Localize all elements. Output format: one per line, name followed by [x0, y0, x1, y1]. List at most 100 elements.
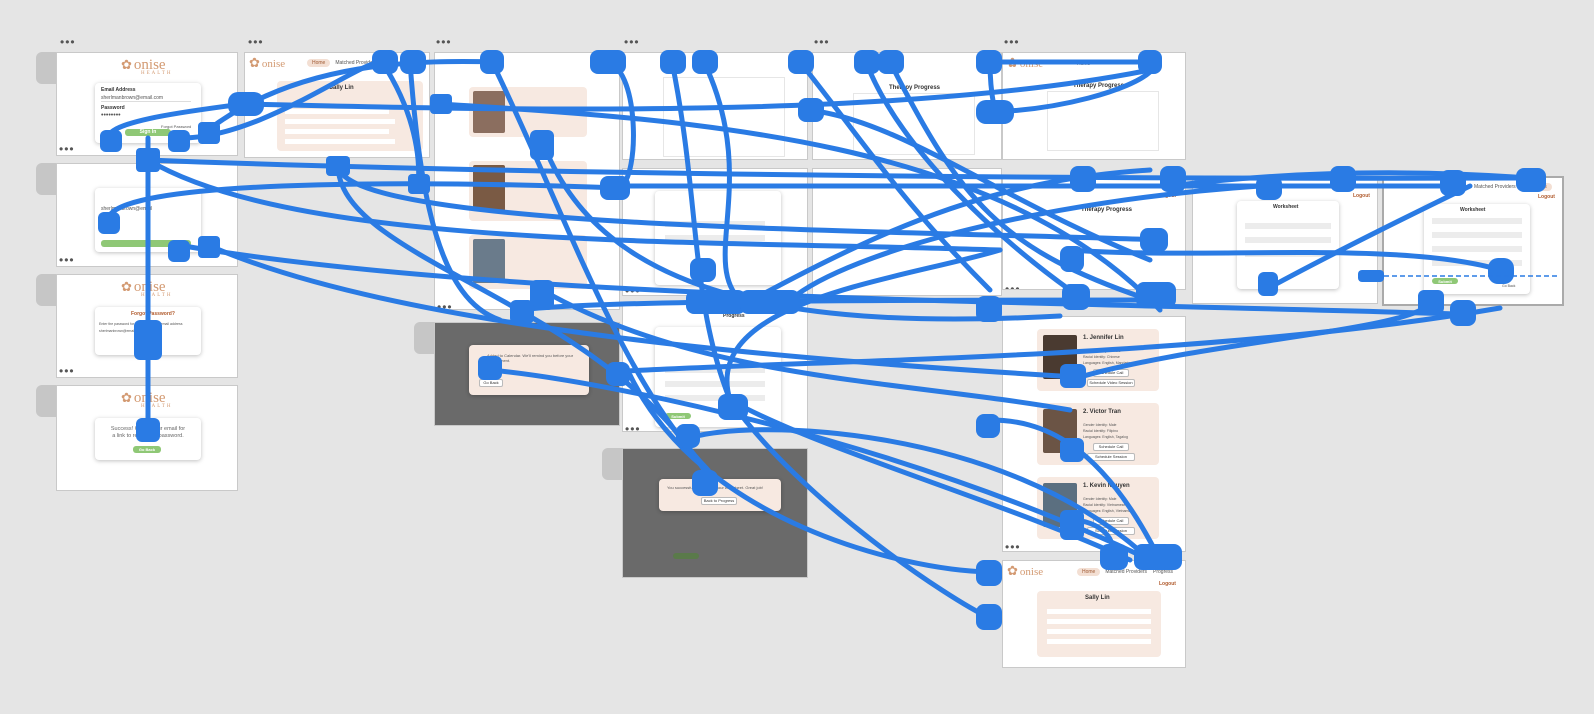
- sign-in-button[interactable]: Sign In: [125, 129, 171, 136]
- worksheet-submit-button[interactable]: Submit: [665, 413, 691, 419]
- logout-link[interactable]: Logout: [1353, 193, 1370, 199]
- connection-handle: [326, 156, 350, 176]
- progress-chart: [1047, 91, 1159, 151]
- logo-text: onise: [1019, 58, 1044, 70]
- submit-modal-text: You successfully submitted your workshee…: [667, 485, 763, 490]
- email-field[interactable]: sherlmanbrown@email.com: [101, 95, 191, 102]
- worksheet-go-back[interactable]: Go Back: [1502, 284, 1516, 288]
- forgot-title: Forgot Password?: [131, 311, 175, 317]
- logo-text: onise: [261, 58, 286, 70]
- profile-line: [285, 109, 389, 114]
- worksheet-submit-button[interactable]: Submit: [1432, 278, 1458, 284]
- profile-line: [285, 119, 395, 124]
- submit-button-dimmed: [673, 553, 699, 559]
- progress-title: Therapy Progress: [1073, 83, 1125, 89]
- provider-name: 2. Victor Tran: [1083, 409, 1121, 415]
- frame-menu-dots[interactable]: •••: [1005, 282, 1021, 290]
- top-nav: Home Matched Providers Progress: [1077, 568, 1179, 576]
- profile-name: Sally Lin: [1085, 595, 1110, 601]
- nav-progress[interactable]: Progress: [1521, 183, 1552, 191]
- calendar-modal-text: Added to Calendar. We'll remind you befo…: [487, 353, 574, 363]
- logout-link[interactable]: Logout: [1159, 581, 1176, 587]
- worksheet-field: [1432, 232, 1522, 238]
- frame-menu-dots[interactable]: •••: [437, 300, 453, 310]
- signup-screen: sherlmanbrown@email •••: [56, 163, 238, 267]
- worksheet-card: Worksheet: [1237, 201, 1339, 289]
- frame-tab: [36, 163, 58, 195]
- provider-photo: [473, 165, 505, 211]
- schedule-call-button[interactable]: Schedule Call: [1093, 369, 1129, 377]
- brand-logo: ✿onise: [1007, 563, 1043, 579]
- progress-title: Therapy Progress: [889, 85, 941, 91]
- logout-link[interactable]: Logout: [1538, 194, 1555, 200]
- frame-menu-dots[interactable]: •••: [248, 35, 264, 49]
- frame-menu-dots[interactable]: •••: [625, 422, 641, 432]
- nav-matched-providers[interactable]: Matched Providers: [1105, 569, 1148, 575]
- progress-screen-b: Therapy Progress: [812, 52, 1002, 160]
- frame-tab: [36, 385, 58, 417]
- success-message: Success! Check your email for a link to …: [110, 426, 186, 439]
- frame-menu-dots[interactable]: •••: [624, 35, 640, 49]
- profile-line: [285, 139, 395, 144]
- schedule-call-button[interactable]: Schedule Call: [1093, 517, 1129, 525]
- nav-progress[interactable]: Progress: [1153, 569, 1174, 575]
- frame-menu-dots[interactable]: •••: [59, 142, 75, 156]
- frame-menu-dots[interactable]: •••: [59, 253, 75, 267]
- forgot-email-field[interactable]: sherlmanbrown@email.com: [99, 329, 143, 333]
- connection-handle: [976, 414, 1000, 438]
- profile-line: [1047, 629, 1151, 634]
- provider-photo: [473, 239, 505, 283]
- worksheet-title: Worksheet: [1273, 204, 1299, 210]
- worksheet-card: Submit: [655, 327, 781, 427]
- connection-handle: [408, 174, 430, 194]
- provider-photo: [1043, 409, 1077, 453]
- email-label: Email Address: [101, 87, 136, 93]
- worksheet-field: [665, 367, 765, 373]
- provider-card: 1. Jennifer Lin Gender Identity: Female …: [1037, 329, 1159, 391]
- providers-screen: •••: [434, 52, 620, 310]
- worksheet-card: Worksheet Submit Go Back: [1424, 204, 1530, 294]
- signup-email-field[interactable]: sherlmanbrown@email: [101, 206, 153, 212]
- schedule-session-button[interactable]: Schedule Video Session: [1087, 379, 1135, 387]
- frame-menu-dots[interactable]: •••: [814, 35, 830, 49]
- lotus-icon: ✿: [121, 57, 132, 72]
- submit-modal-screen: You successfully submitted your workshee…: [622, 448, 808, 578]
- password-label: Password: [101, 105, 125, 111]
- go-back-button[interactable]: Go Back: [133, 446, 161, 453]
- nav-home[interactable]: Home: [1077, 568, 1101, 576]
- frame-menu-dots[interactable]: •••: [436, 35, 452, 49]
- logo-text: onise: [133, 57, 166, 73]
- provider-card: 2. Victor Tran Gender Identity: Male Rac…: [1037, 403, 1159, 465]
- frame-menu-dots[interactable]: •••: [59, 364, 75, 378]
- frame-menu-dots[interactable]: •••: [1004, 35, 1020, 49]
- calendar-go-back-button[interactable]: Go Back: [479, 379, 503, 387]
- worksheet-screen-a: •••: [622, 168, 808, 296]
- nav-home[interactable]: Home: [307, 59, 331, 67]
- schedule-session-button[interactable]: Schedule Session: [1087, 527, 1135, 535]
- frame-menu-dots[interactable]: •••: [625, 284, 641, 296]
- signup-button[interactable]: [101, 240, 191, 247]
- provider-card: [469, 235, 587, 289]
- profile-card: Sally Lin: [277, 81, 423, 151]
- frame-menu-dots[interactable]: •••: [1005, 540, 1021, 552]
- password-field[interactable]: ••••••••: [101, 112, 121, 119]
- worksheet-screen-e: Matched Providers Progress Logout Workshe…: [1382, 176, 1564, 306]
- nav-home[interactable]: Home: [1077, 61, 1091, 67]
- logout-link[interactable]: Logout: [1159, 193, 1176, 199]
- provider-detail: Racial Identity: Filipino: [1083, 429, 1119, 433]
- schedule-call-button[interactable]: Schedule Call: [1093, 443, 1129, 451]
- schedule-session-button[interactable]: Schedule Session: [1087, 453, 1135, 461]
- back-to-progress-button[interactable]: Back to Progress: [701, 497, 737, 505]
- provider-photo: [473, 91, 505, 133]
- frame-menu-dots[interactable]: •••: [60, 35, 76, 49]
- nav-matched-providers[interactable]: Matched Providers: [1474, 184, 1516, 190]
- nav-matched-providers[interactable]: Matched Providers: [335, 60, 378, 66]
- success-card: Success! Check your email for a link to …: [95, 418, 201, 460]
- nav-progress[interactable]: Progress: [723, 313, 745, 319]
- provider-photo: [1043, 335, 1077, 379]
